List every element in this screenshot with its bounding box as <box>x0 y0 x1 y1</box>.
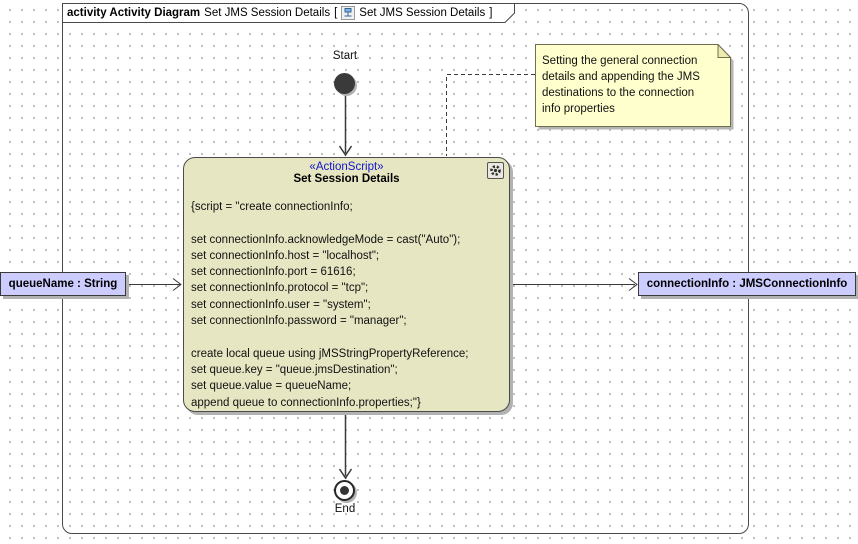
end-label: End <box>334 503 356 515</box>
frame-title-bracket-close: ] <box>489 7 493 19</box>
note-fold-corner <box>717 43 732 58</box>
frame-tab[interactable] <box>62 3 518 24</box>
action-script-text: {script = "create connectionInfo; set co… <box>191 201 469 409</box>
end-node-inner-dot <box>340 486 349 495</box>
arrowhead-at-output-pin <box>628 278 638 291</box>
note-shape <box>535 43 734 130</box>
frame-title-bracket-open: [ <box>334 7 338 19</box>
comment-note[interactable]: Setting the general connection details a… <box>535 43 735 132</box>
arrowhead-into-action <box>338 145 353 157</box>
action-node-set-session-details[interactable]: «ActionScript» Set Session Details {scri… <box>183 157 510 412</box>
frame-title: activity Activity Diagram Set JMS Sessio… <box>67 5 492 21</box>
frame-title-diagram-name: Set JMS Session Details <box>204 7 331 19</box>
action-name: Set Session Details <box>293 173 400 185</box>
arrowhead-at-action-left <box>172 278 182 291</box>
note-anchor-line[interactable] <box>446 74 536 157</box>
start-node[interactable] <box>334 73 355 94</box>
frame-title-keyword: activity Activity Diagram <box>67 7 201 19</box>
start-label: Start <box>332 50 358 62</box>
frame-tab-shape <box>62 3 515 23</box>
action-stereotype: «ActionScript» <box>309 161 384 173</box>
output-pin-connectioninfo[interactable]: connectionInfo : JMSConnectionInfo <box>638 272 856 296</box>
arrowhead-into-end <box>338 468 353 480</box>
behavior-gear-icon <box>487 162 504 179</box>
input-pin-queuename[interactable]: queueName : String <box>0 272 126 296</box>
activity-diagram-icon <box>341 6 356 20</box>
frame-title-context-name: Set JMS Session Details <box>359 7 486 19</box>
note-text: Setting the general connection details a… <box>542 55 700 115</box>
end-node[interactable] <box>334 480 355 501</box>
note-body <box>535 44 731 127</box>
